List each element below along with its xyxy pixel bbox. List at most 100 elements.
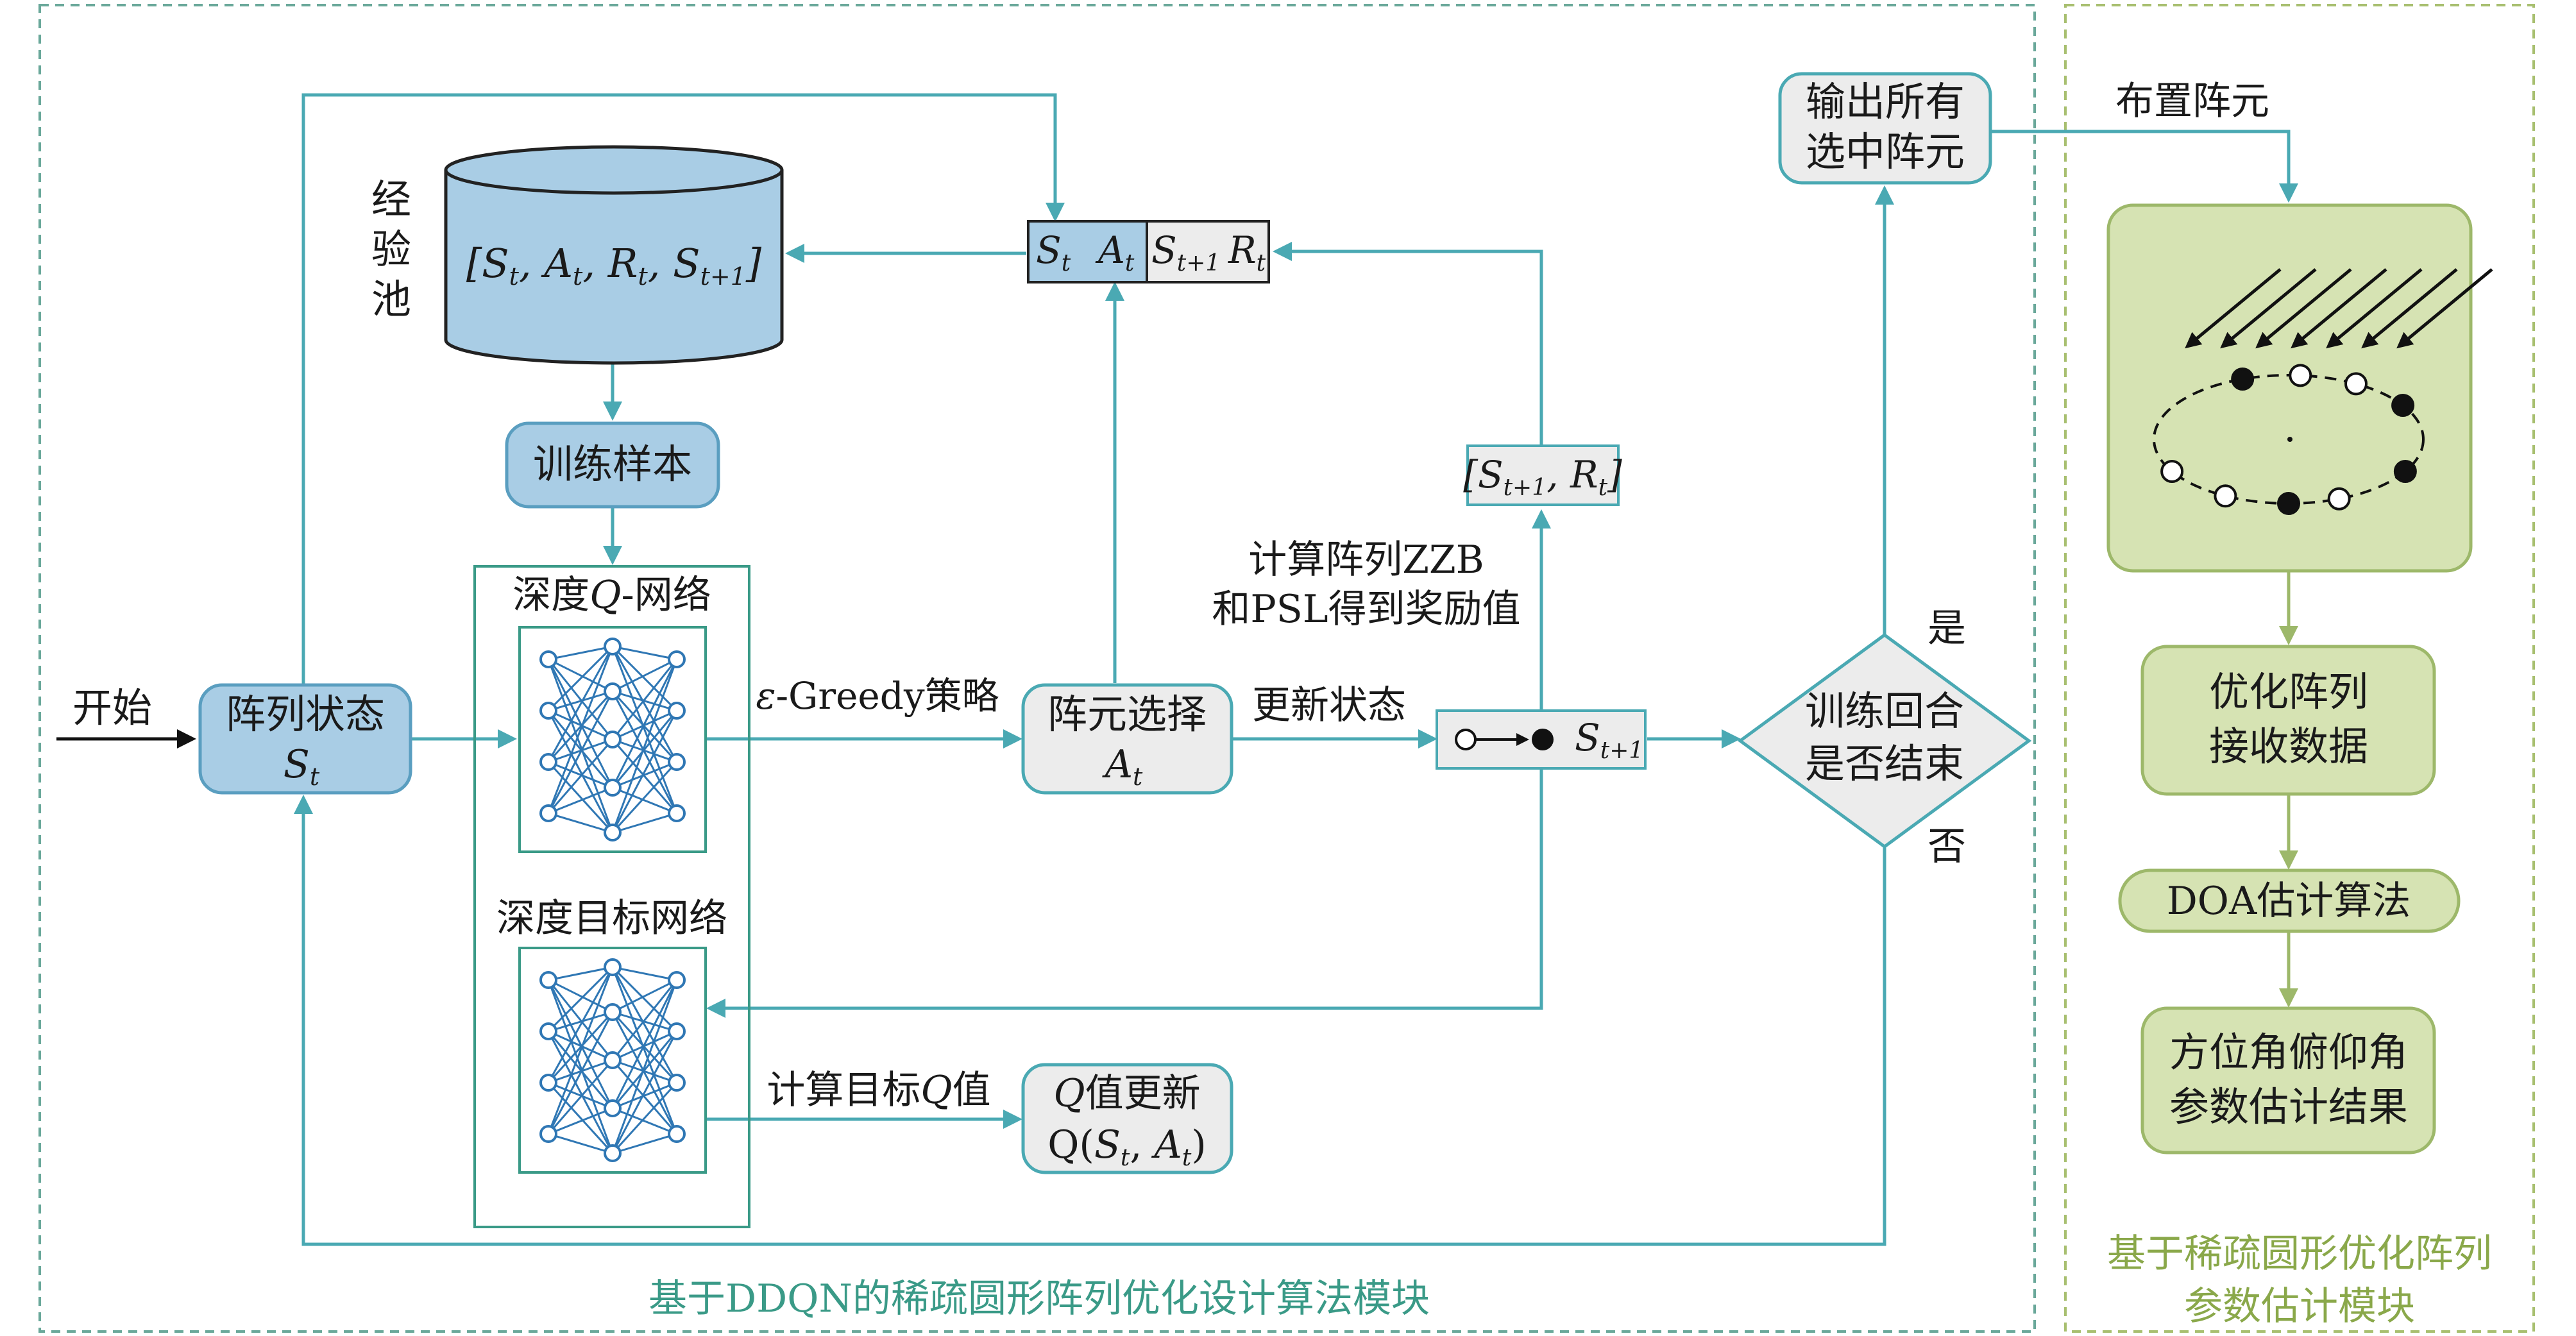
incident-arrow bbox=[2361, 268, 2458, 349]
nn-edge bbox=[547, 979, 614, 1109]
deep-q-network-title: 深度Q-网络 bbox=[513, 573, 711, 618]
nn-edge bbox=[611, 1060, 678, 1135]
nn-edge bbox=[547, 979, 614, 1061]
arrow-state-to-tuple bbox=[301, 93, 1065, 689]
nn-edge bbox=[611, 710, 678, 788]
nn-node bbox=[668, 753, 686, 771]
experience-pool: [St, At, Rt, St+1] bbox=[444, 145, 784, 365]
nn-edge bbox=[548, 1081, 613, 1110]
nn-edge bbox=[548, 786, 613, 815]
nn-edge bbox=[612, 658, 677, 693]
transition-box: St+1 bbox=[1436, 709, 1647, 770]
nn-node bbox=[604, 1051, 622, 1069]
selected-element bbox=[2277, 492, 2300, 515]
nn-edge bbox=[612, 979, 677, 1013]
nn-edge bbox=[547, 1011, 614, 1135]
deep-target-network-graph bbox=[518, 947, 707, 1174]
output-line-1: 输出所有 bbox=[1806, 78, 1965, 125]
arrow-transition-to-target bbox=[706, 770, 1543, 1018]
nn-edge bbox=[548, 1030, 613, 1061]
policy-label: ε-Greedy策略 bbox=[756, 674, 999, 718]
nn-edge bbox=[611, 979, 678, 1109]
nn-edge bbox=[547, 645, 614, 712]
array-center bbox=[2287, 437, 2292, 442]
nn-node bbox=[668, 650, 686, 668]
nn-edge bbox=[611, 690, 678, 763]
nn-node bbox=[539, 971, 557, 989]
output-node: 输出所有 选中阵元 bbox=[1778, 72, 1992, 185]
nn-edge bbox=[547, 690, 614, 763]
nn-edge bbox=[548, 658, 613, 693]
nn-edge bbox=[548, 966, 613, 981]
left-module-frame bbox=[38, 4, 2036, 1333]
nn-edge bbox=[547, 646, 614, 814]
nn-edge bbox=[547, 967, 614, 1083]
nn-edge bbox=[611, 967, 678, 1135]
nn-edge bbox=[611, 1081, 678, 1154]
array-elements bbox=[2160, 364, 2417, 515]
nn-edge bbox=[611, 966, 678, 1033]
incident-arrow bbox=[2396, 268, 2493, 349]
unselected-element bbox=[2160, 460, 2184, 483]
nn-edge bbox=[612, 1059, 677, 1084]
nn-node bbox=[668, 1074, 686, 1092]
compute-reward-line-2: 和PSL得到奖励值 bbox=[1212, 587, 1520, 632]
nn-node bbox=[604, 1144, 622, 1162]
nn-node bbox=[539, 650, 557, 668]
nn-node bbox=[668, 702, 686, 720]
nn-edge bbox=[547, 979, 614, 1154]
element-select-node: 阵元选择 At bbox=[1021, 683, 1233, 795]
tuple-rt: Rt bbox=[1228, 228, 1266, 276]
nn-edge bbox=[548, 761, 613, 789]
nn-edge bbox=[612, 738, 677, 763]
incident-arrow bbox=[2326, 268, 2423, 349]
arrow-decision-back-to-state bbox=[294, 795, 1886, 1246]
deep-target-network-title: 深度目标网络 bbox=[496, 896, 727, 941]
nn-edge bbox=[611, 979, 678, 1061]
array-state-node: 阵列状态 St bbox=[198, 683, 412, 795]
nn-edge bbox=[612, 1081, 677, 1110]
q-update-node: Q值更新 Q(St, At) bbox=[1021, 1063, 1233, 1174]
nn-edge bbox=[611, 659, 678, 788]
doa-algorithm-node: DOA估计算法 bbox=[2118, 868, 2461, 933]
deep-q-network-graph bbox=[518, 626, 707, 853]
nn-node bbox=[604, 731, 622, 748]
nn-node bbox=[668, 1022, 686, 1040]
compute-reward-line-1: 计算阵列ZZB bbox=[1248, 537, 1484, 582]
update-state-label: 更新状态 bbox=[1252, 683, 1406, 728]
nn-node bbox=[539, 1022, 557, 1040]
nn-node bbox=[604, 958, 622, 976]
training-samples-label: 训练样本 bbox=[533, 441, 692, 487]
nn-edge bbox=[612, 966, 677, 981]
reward-content: [St+1, Rt] bbox=[1463, 453, 1622, 501]
network-container bbox=[473, 565, 750, 1228]
nn-edge bbox=[548, 690, 613, 712]
nn-node bbox=[539, 1125, 557, 1143]
nn-edge bbox=[547, 710, 614, 833]
nn-edge bbox=[547, 691, 614, 814]
nn-edge bbox=[611, 1011, 678, 1135]
nn-edge bbox=[612, 761, 677, 789]
training-samples-node: 训练样本 bbox=[505, 421, 720, 509]
yes-label: 是 bbox=[1928, 606, 1966, 651]
result-line-1: 方位角俯仰角 bbox=[2169, 1029, 2408, 1076]
result-node: 方位角俯仰角 参数估计结果 bbox=[2140, 1006, 2436, 1154]
circular-array-panel bbox=[2106, 203, 2493, 573]
nn-edge bbox=[612, 1107, 677, 1135]
nn-edge bbox=[547, 739, 614, 814]
incident-arrow bbox=[2185, 268, 2282, 349]
unselected-element bbox=[2327, 487, 2351, 511]
right-caption-line-2: 参数估计模块 bbox=[2184, 1284, 2415, 1329]
nn-edge bbox=[547, 1060, 614, 1135]
start-label: 开始 bbox=[72, 684, 152, 731]
nn-edge bbox=[612, 786, 677, 815]
nn-edge bbox=[611, 659, 678, 740]
nn-node bbox=[604, 1003, 622, 1021]
unselected-element bbox=[2344, 372, 2368, 396]
incident-arrow bbox=[2291, 268, 2387, 349]
nn-edge bbox=[611, 659, 678, 833]
pool-label-char-2: 验 bbox=[371, 226, 411, 273]
nn-edge bbox=[611, 761, 678, 834]
nn-edge bbox=[548, 1133, 613, 1154]
